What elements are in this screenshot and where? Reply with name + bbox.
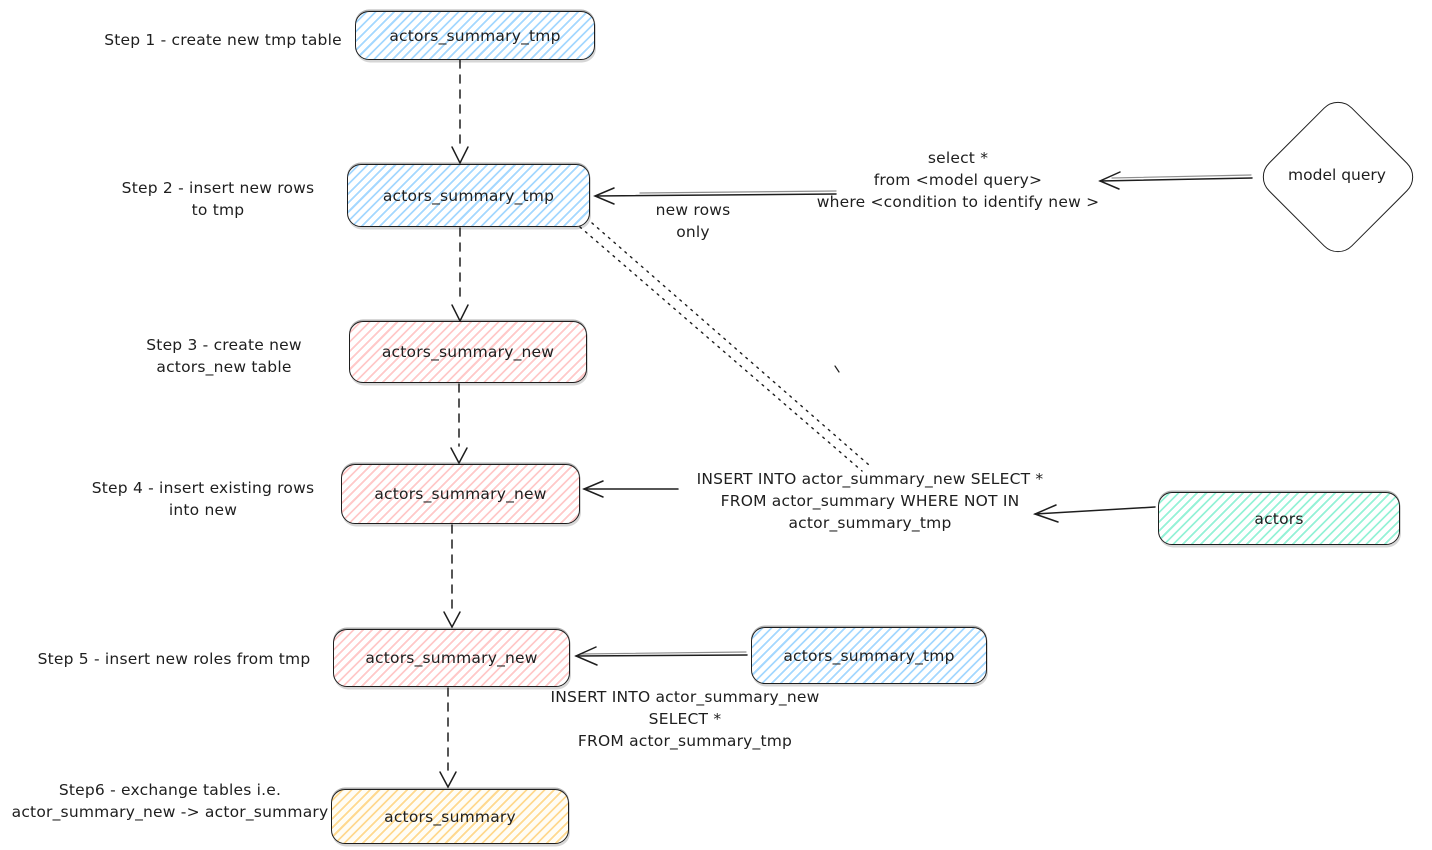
arrow-tmp-to-step5 (574, 646, 748, 666)
annotation-model-query-sql: select * from <model query> where <condi… (816, 149, 1100, 211)
arrow-step3-to-step4 (450, 383, 468, 465)
step6-label: Step6 - exchange tables i.e. actor_summa… (11, 781, 329, 821)
node-step3-actors-summary-new[interactable]: actors_summary_new (349, 321, 587, 383)
node-step1-actors-summary-tmp[interactable]: actors_summary_tmp (355, 11, 595, 60)
arrow-diamond-to-sql (1098, 171, 1253, 190)
stray-mark (834, 365, 840, 373)
arrow-step1-to-step2 (451, 59, 469, 165)
model-query-label: model query (1288, 166, 1386, 184)
node-label: actors_summary_tmp (389, 26, 561, 45)
annotation-step5-sql: INSERT INTO actor_summary_new SELECT * F… (550, 688, 820, 750)
step2-label: Step 2 - insert new rows to tmp (121, 179, 315, 219)
node-step6-actors-summary[interactable]: actors_summary (331, 789, 569, 844)
node-step5-source-actors-summary-tmp[interactable]: actors_summary_tmp (751, 627, 987, 684)
step4-label: Step 4 - insert existing rows into new (91, 479, 315, 519)
node-label: actors_summary_tmp (382, 186, 555, 205)
node-actors[interactable]: actors (1158, 492, 1400, 545)
arrow-step4-to-step5 (443, 524, 461, 629)
node-label: actors_summary_new (365, 649, 538, 667)
annotation-new-rows-only: new rows only (655, 201, 731, 241)
arrow-step5-to-step6 (439, 687, 457, 789)
node-step2-actors-summary-tmp[interactable]: actors_summary_tmp (347, 164, 590, 227)
arrow-step2-to-step3 (451, 227, 469, 323)
node-label: actors_summary (384, 807, 516, 826)
step5-label: Step 5 - insert new roles from tmp (37, 650, 311, 668)
step1-label: Step 1 - create new tmp table (104, 31, 342, 49)
annotation-step4-sql: INSERT INTO actor_summary_new SELECT * F… (696, 470, 1044, 532)
node-label: actors_summary_new (374, 485, 547, 503)
node-label: actors (1254, 509, 1304, 528)
node-step5-actors-summary-new[interactable]: actors_summary_new (333, 629, 570, 687)
node-label: actors_summary_tmp (783, 646, 955, 665)
dotted-link-step2-to-step4sql (579, 222, 870, 472)
arrow-sql-to-step4 (582, 480, 679, 498)
node-label: actors_summary_new (381, 343, 555, 361)
node-step4-actors-summary-new[interactable]: actors_summary_new (341, 464, 580, 524)
step3-label: Step 3 - create new actors_new table (146, 336, 302, 376)
